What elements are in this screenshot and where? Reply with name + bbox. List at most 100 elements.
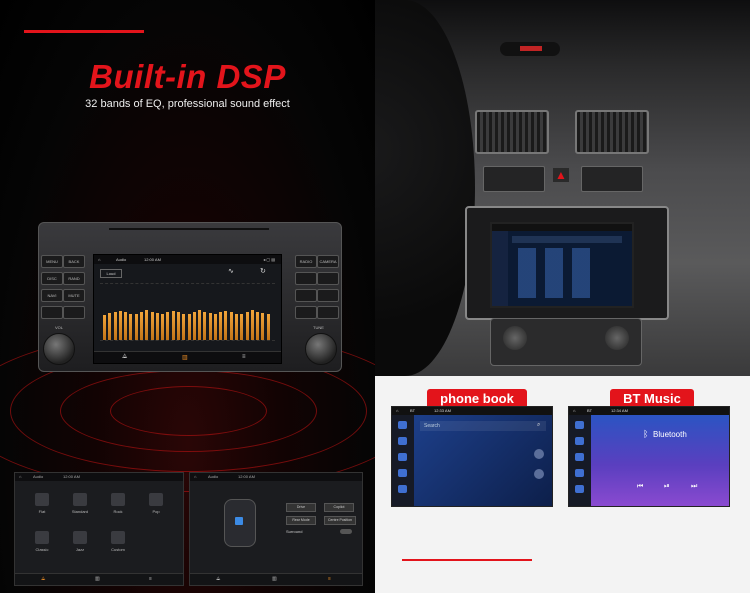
call-log-icon[interactable] bbox=[398, 453, 407, 461]
eq-band-slider[interactable] bbox=[208, 313, 212, 340]
eq-band-slider[interactable] bbox=[171, 311, 175, 340]
eq-band-slider[interactable] bbox=[129, 314, 133, 340]
eq-band-slider[interactable] bbox=[213, 314, 217, 340]
eq-band-slider[interactable] bbox=[187, 314, 191, 340]
eq-band-slider[interactable] bbox=[108, 313, 112, 340]
eq-band-slider[interactable] bbox=[266, 314, 270, 340]
home-icon[interactable]: ⌂ bbox=[194, 474, 197, 479]
previous-icon[interactable]: ⏮ bbox=[637, 483, 644, 490]
music-icon[interactable] bbox=[575, 485, 584, 493]
preset-button[interactable] bbox=[317, 306, 339, 319]
disc-button[interactable]: DISC bbox=[41, 272, 63, 285]
flat-preset-icon[interactable] bbox=[35, 493, 49, 506]
delete-icon[interactable] bbox=[534, 449, 544, 459]
bluetooth-icon[interactable] bbox=[398, 469, 407, 477]
balance-marker[interactable] bbox=[235, 517, 243, 525]
status-bar: ⌂ Audio 12:00 AM bbox=[15, 473, 183, 481]
eq-band-slider[interactable] bbox=[103, 315, 106, 340]
preset-button[interactable] bbox=[295, 289, 317, 302]
eq-band-slider[interactable] bbox=[166, 312, 170, 340]
preset-button[interactable] bbox=[317, 272, 339, 285]
eq-band-slider[interactable] bbox=[182, 314, 186, 340]
eq-band-slider[interactable] bbox=[145, 310, 149, 340]
menu-button[interactable]: MENU bbox=[41, 255, 63, 268]
settings-icon[interactable]: ≡ bbox=[149, 576, 152, 582]
preset-button[interactable] bbox=[295, 306, 317, 319]
speaker-icon[interactable]: ⟁ bbox=[216, 576, 221, 582]
back-button[interactable]: BACK bbox=[63, 255, 85, 268]
eq-band-slider[interactable] bbox=[192, 312, 196, 340]
eq-icon[interactable]: ▥ bbox=[95, 576, 100, 582]
rand-button[interactable]: RAND bbox=[63, 272, 85, 285]
classic-preset-icon[interactable] bbox=[35, 531, 49, 544]
eq-band-slider[interactable] bbox=[118, 311, 122, 340]
music-icon[interactable] bbox=[398, 485, 407, 493]
eq-band-slider[interactable] bbox=[161, 314, 165, 340]
eq-band-slider[interactable] bbox=[261, 313, 265, 340]
jazz-preset-icon[interactable] bbox=[73, 531, 87, 544]
preset-button[interactable] bbox=[295, 272, 317, 285]
home-icon[interactable]: ⌂ bbox=[396, 408, 399, 413]
volume-knob[interactable] bbox=[43, 333, 75, 365]
preset-button[interactable] bbox=[63, 306, 85, 319]
custom-preset-icon[interactable] bbox=[111, 531, 125, 544]
eq-band-slider[interactable] bbox=[240, 314, 244, 340]
call-log-icon[interactable] bbox=[575, 453, 584, 461]
eq-band-slider[interactable] bbox=[235, 314, 239, 340]
rear-mode-button[interactable]: Rear Mode bbox=[286, 516, 316, 525]
eq-band-slider[interactable] bbox=[155, 313, 159, 340]
contacts-icon[interactable] bbox=[575, 437, 584, 445]
reset-icon[interactable]: ↻ bbox=[260, 268, 266, 275]
pop-preset-icon[interactable] bbox=[149, 493, 163, 506]
dialpad-icon[interactable] bbox=[575, 421, 584, 429]
search-input[interactable]: Search bbox=[420, 421, 546, 431]
eq-band-slider[interactable] bbox=[245, 312, 249, 340]
eq-preset-select[interactable]: Loud bbox=[100, 269, 122, 278]
sync-icon[interactable] bbox=[534, 469, 544, 479]
dialpad-icon[interactable] bbox=[398, 421, 407, 429]
bluetooth-icon[interactable] bbox=[575, 469, 584, 477]
standard-preset-icon[interactable] bbox=[73, 493, 87, 506]
radio-button[interactable]: RADIO bbox=[295, 255, 317, 268]
speaker-icon[interactable]: ⟁ bbox=[122, 354, 128, 360]
eq-icon[interactable]: ▥ bbox=[182, 355, 188, 361]
surround-toggle[interactable] bbox=[340, 529, 352, 534]
eq-band-slider[interactable] bbox=[198, 310, 202, 340]
tune-knob[interactable] bbox=[305, 333, 337, 365]
eq-band-slider[interactable] bbox=[139, 312, 143, 340]
search-icon[interactable]: ⌕ bbox=[537, 422, 541, 428]
eq-band-slider[interactable] bbox=[134, 314, 138, 340]
wave-icon[interactable]: ∿ bbox=[228, 268, 234, 275]
drive-button[interactable]: Drive bbox=[286, 503, 316, 512]
mute-button[interactable]: MUTE bbox=[63, 289, 85, 302]
eq-icon[interactable]: ▥ bbox=[272, 576, 277, 582]
feature-panel: phone book BT Music ⌂ BT 12:33 AM Search… bbox=[375, 376, 750, 593]
preset-label: Rock bbox=[113, 509, 123, 514]
next-icon[interactable]: ⏭ bbox=[691, 483, 698, 490]
eq-band-slider[interactable] bbox=[219, 312, 223, 340]
speaker-icon[interactable]: ⟁ bbox=[41, 576, 46, 582]
home-icon[interactable]: ⌂ bbox=[573, 408, 576, 413]
centre-position-button[interactable]: Centre Position bbox=[324, 516, 356, 525]
eq-band-slider[interactable] bbox=[203, 312, 207, 340]
eq-band-slider[interactable] bbox=[256, 312, 260, 340]
preset-button[interactable] bbox=[317, 289, 339, 302]
settings-icon[interactable]: ≡ bbox=[328, 576, 331, 582]
eq-band-slider[interactable] bbox=[176, 312, 180, 340]
home-icon[interactable]: ⌂ bbox=[98, 257, 101, 262]
eq-band-slider[interactable] bbox=[113, 312, 117, 340]
preset-button[interactable] bbox=[41, 306, 63, 319]
settings-icon[interactable]: ≡ bbox=[242, 354, 246, 360]
eq-band-slider[interactable] bbox=[124, 312, 128, 340]
eq-band-slider[interactable] bbox=[250, 310, 254, 340]
contacts-icon[interactable] bbox=[398, 437, 407, 445]
eq-band-slider[interactable] bbox=[229, 312, 233, 340]
home-icon[interactable]: ⌂ bbox=[19, 474, 22, 479]
eq-band-slider[interactable] bbox=[150, 312, 154, 340]
camera-button[interactable]: CAMERA bbox=[317, 255, 339, 268]
copilot-button[interactable]: Copilot bbox=[324, 503, 354, 512]
eq-band-slider[interactable] bbox=[224, 311, 228, 340]
navi-button[interactable]: NAVI bbox=[41, 289, 63, 302]
play-pause-icon[interactable]: ⏯ bbox=[664, 483, 670, 490]
rock-preset-icon[interactable] bbox=[111, 493, 125, 506]
